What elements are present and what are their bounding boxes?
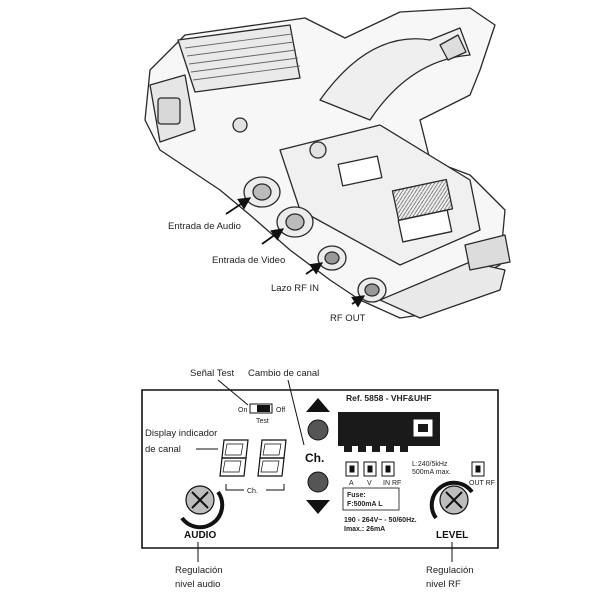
- audio-level-label-line2: nivel audio: [175, 579, 220, 590]
- audio-knob[interactable]: [180, 485, 225, 530]
- connector-out-rf-label: OUT RF: [469, 480, 495, 487]
- input-connectors: [345, 461, 485, 477]
- device-illustration: [144, 7, 511, 319]
- freq-spec-line1: L:240/5kHz: [412, 461, 448, 468]
- channel-down-button[interactable]: [306, 471, 330, 514]
- reference-label: Ref. 5858 - VHF&UHF: [346, 393, 432, 403]
- bottom-leader-lines: [197, 542, 453, 562]
- channel-display: [219, 439, 287, 477]
- fuse-box: [342, 487, 400, 511]
- connector-a-label: A: [349, 480, 354, 487]
- label-rf-out: RF OUT: [330, 313, 366, 324]
- channel-bracket-label: Ch.: [247, 488, 258, 495]
- switch-on-label: On: [238, 407, 247, 414]
- label-channel-change: Cambio de canal: [248, 368, 319, 379]
- fuse-label: Fuse:: [347, 492, 366, 499]
- power-spec-line2: Imax.: 26mA: [344, 526, 385, 533]
- channel-up-button[interactable]: [306, 398, 330, 441]
- rf-level-label-line1: Regulación: [426, 565, 474, 576]
- freq-spec-line2: 500mA max.: [412, 469, 451, 476]
- channel-button-label: Ch.: [305, 451, 324, 465]
- modulator-block: [338, 412, 440, 452]
- callout-arrows: [225, 197, 366, 308]
- audio-knob-label: AUDIO: [184, 530, 216, 541]
- display-label-line1: Display indicador: [145, 428, 217, 439]
- switch-caption: Test: [256, 418, 269, 425]
- level-knob-label: LEVEL: [436, 530, 468, 541]
- test-switch[interactable]: [249, 403, 273, 414]
- power-spec-line1: 190 - 264V~ - 50/60Hz.: [344, 517, 417, 524]
- switch-off-label: Off: [276, 407, 285, 414]
- audio-level-label-line1: Regulación: [175, 565, 223, 576]
- label-test-signal: Señal Test: [190, 368, 235, 379]
- digit-units: [257, 439, 287, 477]
- channel-bracket: [225, 484, 285, 491]
- fuse-value: F:500mA L: [347, 501, 383, 508]
- top-leader-lines: [217, 379, 305, 446]
- label-video-input: Entrada de Video: [212, 255, 285, 266]
- connector-in-rf-label: IN RF: [383, 480, 401, 487]
- level-knob[interactable]: [429, 480, 474, 520]
- label-rf-in: Lazo RF IN: [271, 283, 319, 294]
- label-audio-input: Entrada de Audio: [168, 221, 241, 232]
- rf-level-label-line2: nivel RF: [426, 579, 461, 590]
- display-label-line2: de canal: [145, 444, 181, 455]
- connector-v-label: V: [367, 480, 372, 487]
- digit-tens: [219, 439, 249, 477]
